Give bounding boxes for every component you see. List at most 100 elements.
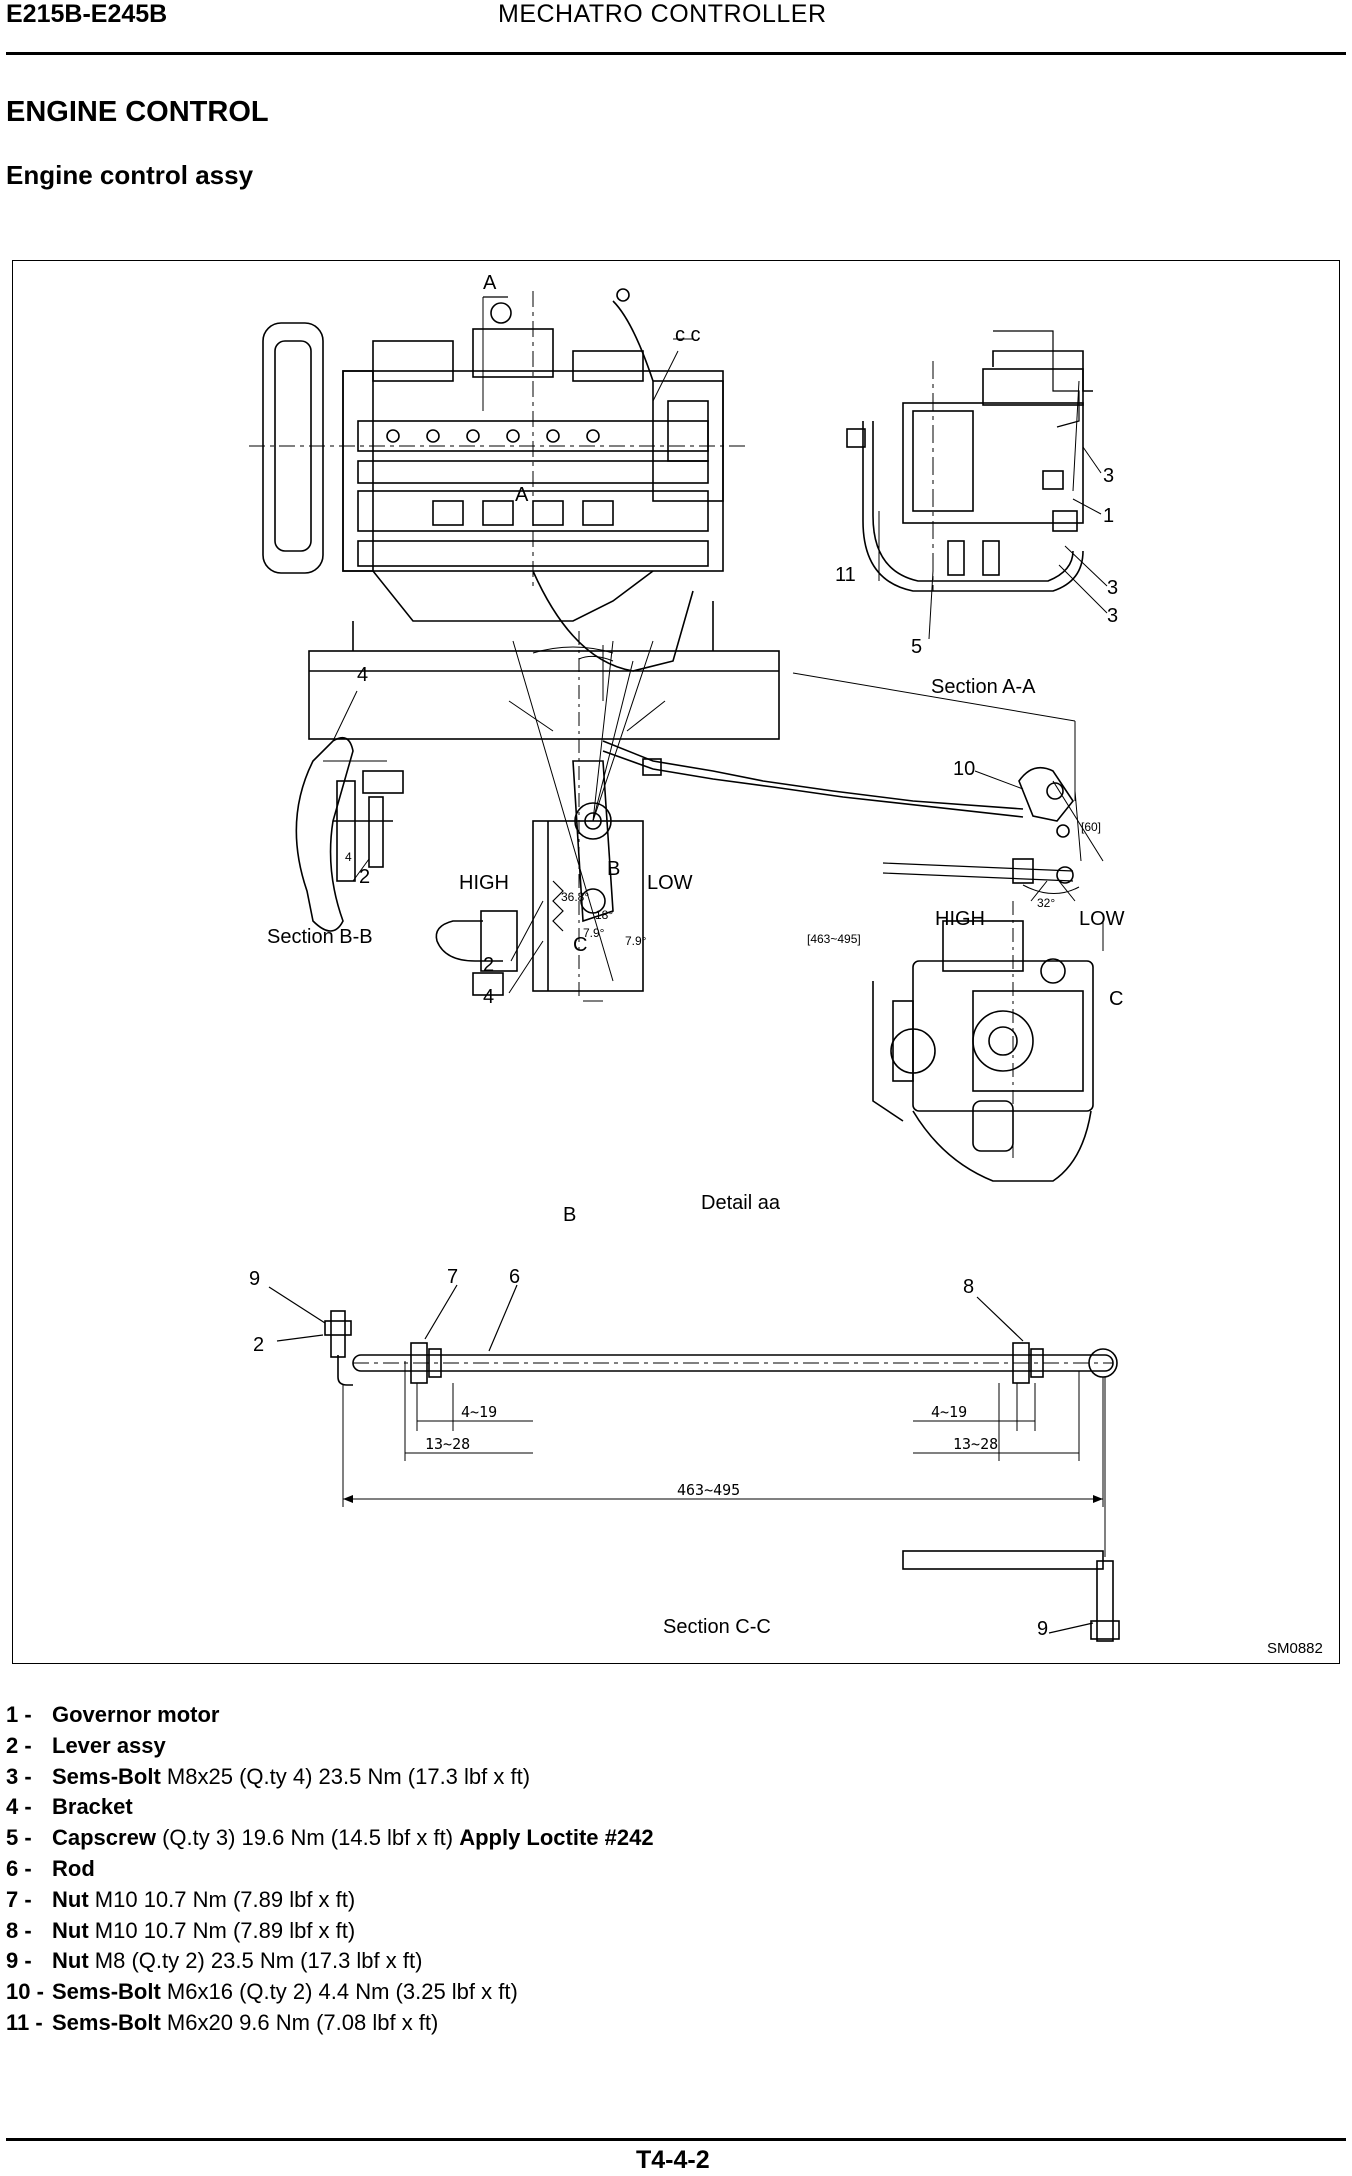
legend-name: Rod bbox=[52, 1855, 95, 1881]
callout-2-bb: 2 bbox=[359, 866, 370, 888]
engine-drawing bbox=[249, 288, 780, 740]
legend-name: Governor motor bbox=[52, 1702, 220, 1727]
engine-control-figure: A A c c 3 1 3 3 bbox=[12, 260, 1340, 1664]
legend-number: 1 - bbox=[6, 1702, 32, 1727]
legend-name: Sems-Bolt bbox=[52, 1763, 161, 1789]
callout-4-detail: 4 bbox=[483, 986, 494, 1008]
callout-5: 5 bbox=[911, 636, 922, 658]
legend-item: 3 - Sems-Bolt M8x25 (Q.ty 4) 23.5 Nm (17.… bbox=[6, 1764, 1006, 1795]
callout-9-cc-top: 9 bbox=[249, 1268, 260, 1290]
svg-text:4: 4 bbox=[345, 850, 352, 864]
section-bb-drawing: 4 bbox=[295, 690, 404, 932]
dim-6: [60] bbox=[1081, 820, 1101, 834]
callout-2-cc: 2 bbox=[253, 1334, 264, 1356]
low-label-detail: LOW bbox=[647, 872, 693, 894]
legend-name: Nut bbox=[52, 1917, 89, 1943]
callout-11: 11 bbox=[835, 564, 856, 586]
marker-b-bottom: B bbox=[563, 1204, 576, 1226]
callout-2-detail: 2 bbox=[483, 954, 494, 976]
dim-nut-left: 4~19 bbox=[461, 1403, 497, 1421]
callout-4-bb: 4 bbox=[357, 664, 368, 686]
legend-number: 10 - bbox=[6, 1979, 44, 2005]
dim-nut-right: 4~19 bbox=[931, 1403, 967, 1421]
figure-code: SM0882 bbox=[1267, 1640, 1323, 1657]
dim-nut-right-outer: 13~28 bbox=[953, 1435, 998, 1453]
legend-name: Sems-Bolt bbox=[52, 2009, 161, 2035]
dim-angle-4: 7.9° bbox=[625, 934, 647, 948]
marker-a-bottom: A bbox=[515, 484, 529, 506]
page-header: E215B-E245B MECHATRO CONTROLLER bbox=[0, 0, 1352, 56]
legend-number: 8 - bbox=[6, 1917, 32, 1943]
legend-item: 8 - Nut M10 10.7 Nm (7.89 lbf x ft) bbox=[6, 1918, 1006, 1949]
legend-item: 6 - Rod bbox=[6, 1856, 1006, 1887]
legend-name: Capscrew bbox=[52, 1825, 156, 1851]
legend-number: 7 - bbox=[6, 1886, 32, 1912]
legend-item: 5 -Capscrew (Q.ty 3) 19.6 Nm (14.5 lbf x… bbox=[6, 1825, 1006, 1856]
legend-item: 1 - Governor motor bbox=[6, 1702, 1006, 1733]
detail-aa-drawing bbox=[435, 631, 1076, 1002]
marker-c-detail: C bbox=[573, 934, 587, 956]
dim-nut-left-outer: 13~28 bbox=[425, 1435, 470, 1453]
document-title: MECHATRO CONTROLLER bbox=[498, 0, 827, 28]
figure-drawing: A A c c 3 1 3 3 bbox=[249, 272, 1323, 1657]
dim-angle-5: 32° bbox=[1037, 896, 1055, 910]
legend-number: 4 - bbox=[6, 1794, 32, 1820]
legend-spec: (Q.ty 3) 19.6 Nm (14.5 lbf x ft) bbox=[162, 1825, 454, 1851]
dim-angle-3: 7.9° bbox=[583, 926, 605, 940]
legend-name: Lever assy bbox=[52, 1732, 166, 1758]
legend-item: 9 -Nut M8 (Q.ty 2) 23.5 Nm (17.3 lbf x f… bbox=[6, 1948, 1006, 1979]
legend-number: 3 - bbox=[6, 1763, 32, 1789]
marker-c-pump: C bbox=[1109, 988, 1123, 1010]
section-aa-label: Section A-A bbox=[931, 676, 1036, 698]
legend-spec: M10 10.7 Nm (7.89 lbf x ft) bbox=[94, 1917, 356, 1943]
callout-3-c: 3 bbox=[1107, 605, 1118, 627]
legend-item: 2 - Lever assy bbox=[6, 1733, 1006, 1764]
dim-rod-length: 463~495 bbox=[677, 1481, 740, 1499]
callout-1: 1 bbox=[1103, 505, 1114, 527]
dim-rod-detail: [463~495] bbox=[807, 932, 861, 946]
section-aa-drawing bbox=[846, 330, 1108, 640]
marker-a-top: A bbox=[483, 272, 497, 294]
header-rule bbox=[6, 52, 1346, 55]
legend-number: 2 - bbox=[6, 1732, 32, 1758]
callout-9-cc-bottom: 9 bbox=[1037, 1618, 1048, 1640]
legend-item: 11 - Sems-Bolt M6x20 9.6 Nm (7.08 lbf x f… bbox=[6, 2010, 1006, 2041]
high-label-pump: HIGH bbox=[935, 908, 985, 930]
legend-name: Nut bbox=[52, 1948, 89, 1974]
callout-8: 8 bbox=[963, 1276, 974, 1298]
legend-spec: M6x20 9.6 Nm (7.08 lbf x ft) bbox=[166, 2009, 439, 2035]
footer-rule bbox=[6, 2138, 1346, 2141]
section-cc-drawing bbox=[268, 1284, 1120, 1642]
detail-aa-label: Detail aa bbox=[701, 1192, 781, 1214]
legend-name: Nut bbox=[52, 1886, 89, 1912]
callout-6: 6 bbox=[509, 1266, 520, 1288]
callout-3-b: 3 bbox=[1107, 577, 1118, 599]
legend-number: 11 - bbox=[6, 2009, 43, 2035]
model-number: E215B-E245B bbox=[6, 0, 168, 28]
callout-3-a: 3 bbox=[1103, 465, 1114, 487]
legend-item: 7 - Nut M10 10.7 Nm (7.89 lbf x ft) bbox=[6, 1887, 1006, 1918]
subsection-title: Engine control assy bbox=[6, 160, 254, 190]
legend-spec: M6x16 (Q.ty 2) 4.4 Nm (3.25 lbf x ft) bbox=[166, 1979, 518, 2005]
callout-10: 10 bbox=[953, 758, 975, 780]
legend-spec: M10 10.7 Nm (7.89 lbf x ft) bbox=[94, 1886, 356, 1912]
legend-spec: M8x25 (Q.ty 4) 23.5 Nm (17.3 lbf x ft) bbox=[166, 1763, 531, 1789]
section-bb-label: Section B-B bbox=[267, 926, 373, 948]
legend-note: Apply Loctite #242 bbox=[459, 1825, 654, 1851]
high-label-detail: HIGH bbox=[459, 872, 509, 894]
legend-name: Bracket bbox=[52, 1794, 133, 1820]
dim-angle-1: 36.8° bbox=[561, 890, 589, 904]
section-cc-label: Section C-C bbox=[663, 1616, 771, 1638]
low-label-pump: LOW bbox=[1079, 908, 1125, 930]
marker-cc: c c bbox=[675, 324, 701, 346]
legend-name: Sems-Bolt bbox=[52, 1979, 161, 2005]
section-title: ENGINE CONTROL bbox=[6, 96, 269, 128]
legend-spec: M8 (Q.ty 2) 23.5 Nm (17.3 lbf x ft) bbox=[94, 1948, 423, 1974]
marker-b-top: B bbox=[607, 858, 620, 880]
legend-item: 4 - Bracket bbox=[6, 1794, 1006, 1825]
callout-7: 7 bbox=[447, 1266, 458, 1288]
legend-number: 6 - bbox=[6, 1855, 32, 1881]
injection-pump-drawing bbox=[872, 766, 1104, 1182]
parts-legend: 1 - Governor motor 2 - Lever assy 3 - Sems-… bbox=[6, 1702, 1006, 2041]
legend-item: 10 - Sems-Bolt M6x16 (Q.ty 2) 4.4 Nm (3.2… bbox=[6, 1979, 1006, 2010]
